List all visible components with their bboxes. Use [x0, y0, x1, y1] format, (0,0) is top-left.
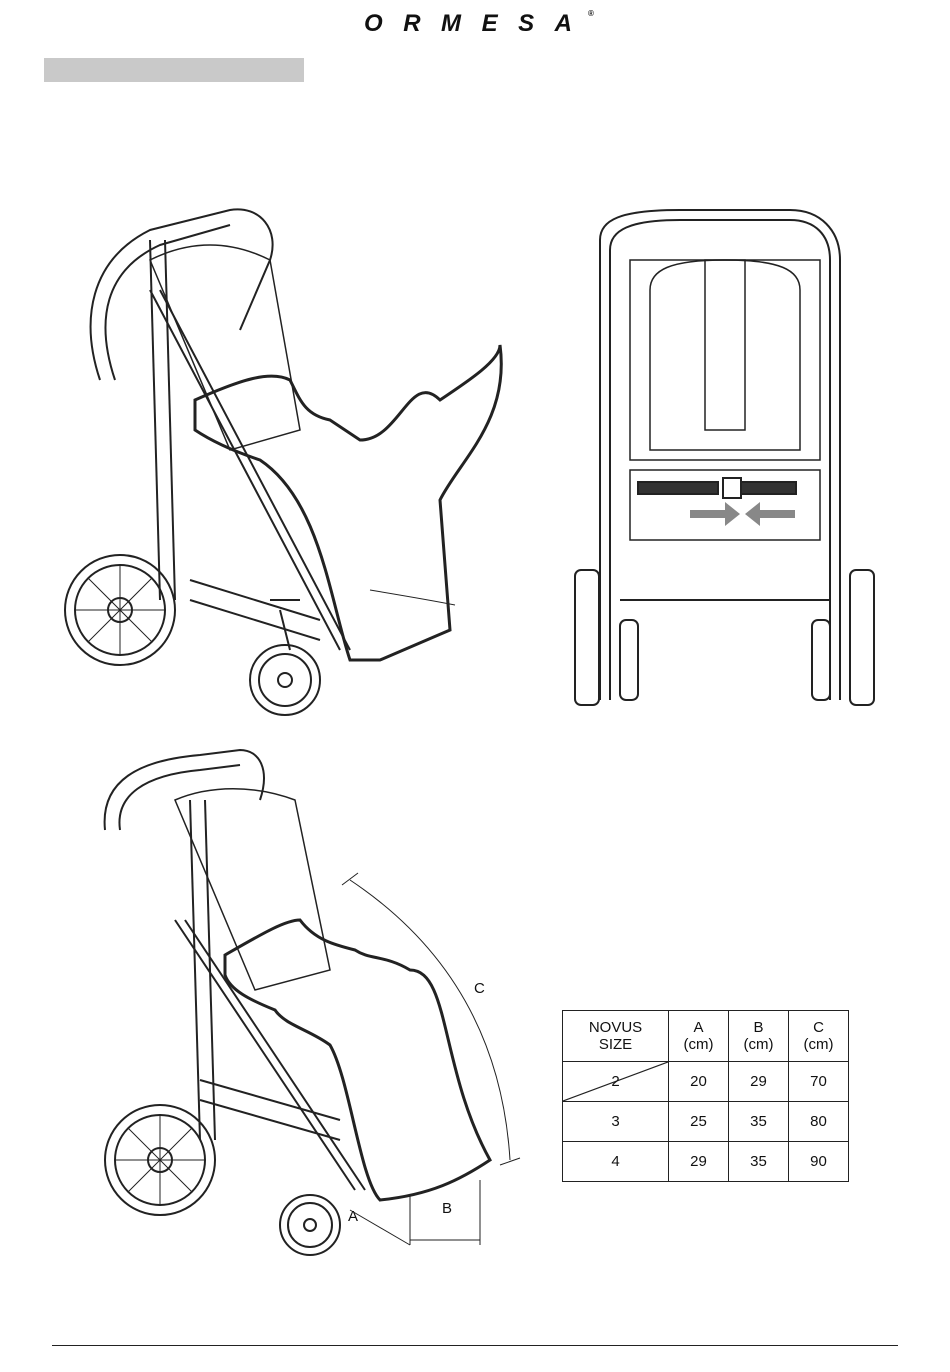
table-cell: 25	[669, 1102, 729, 1142]
ormesa-logo: ORMESA ®	[358, 6, 598, 36]
table-row: 3 25 35 80	[563, 1102, 849, 1142]
table-cell: 90	[789, 1142, 849, 1182]
table-cell: 3	[563, 1102, 669, 1142]
header-cell-c: C(cm)	[789, 1011, 849, 1062]
table-cell: 29	[669, 1142, 729, 1182]
table-cell: 2	[563, 1062, 669, 1102]
stroller-front-view-belt	[560, 200, 890, 720]
table-cell: 80	[789, 1102, 849, 1142]
table-row: 2 20 29 70	[563, 1062, 849, 1102]
registered-mark: ®	[588, 9, 594, 18]
table-row: 4 29 35 90	[563, 1142, 849, 1182]
logo-text: ORMESA	[364, 10, 586, 36]
table-cell: 29	[729, 1062, 789, 1102]
section-heading-bar	[44, 58, 304, 82]
stroller-side-view-open-footmuff	[40, 200, 570, 730]
header-cell-b: B(cm)	[729, 1011, 789, 1062]
dimension-a-label: A	[348, 1208, 358, 1225]
table-cell: 35	[729, 1142, 789, 1182]
dimension-b-label: B	[442, 1200, 452, 1217]
table-cell: 4	[563, 1142, 669, 1182]
table-cell: 20	[669, 1062, 729, 1102]
table-cell: 70	[789, 1062, 849, 1102]
header-cell-a: A(cm)	[669, 1011, 729, 1062]
table-cell: 35	[729, 1102, 789, 1142]
footer-divider	[52, 1345, 898, 1346]
stroller-side-view-dimensions	[80, 740, 540, 1260]
dimension-c-label: C	[474, 980, 485, 997]
